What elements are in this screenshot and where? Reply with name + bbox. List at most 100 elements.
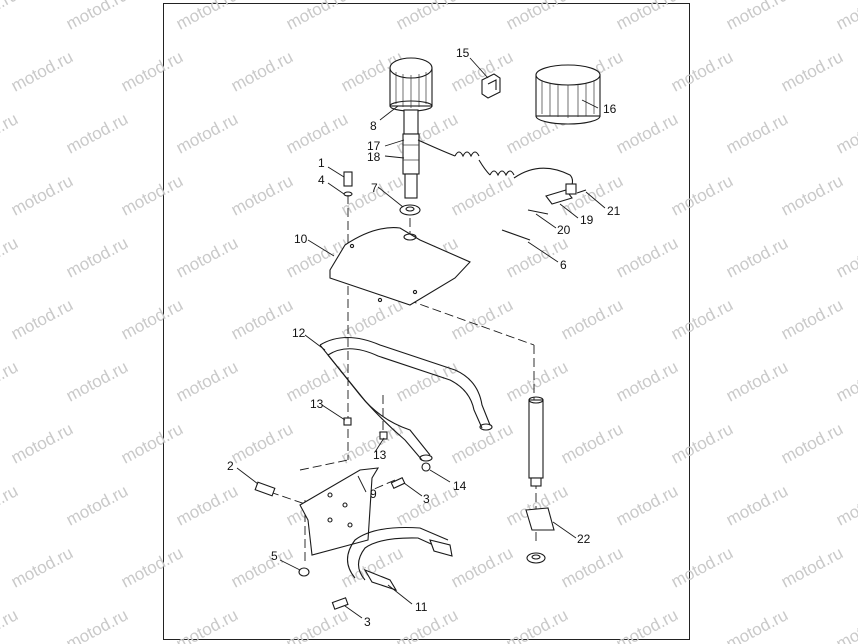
beacon-light-16 [535, 64, 601, 125]
watermark-text: motod.ru [8, 47, 76, 95]
callout-14: 14 [453, 479, 467, 493]
watermark-text: motod.ru [558, 543, 626, 591]
watermark-text: motod.ru [668, 419, 736, 467]
watermark-text: motod.ru [228, 47, 296, 95]
callout-8: 8 [370, 119, 377, 133]
leader-lines [236, 57, 606, 619]
watermark-text: motod.ru [173, 357, 241, 405]
callout-22: 22 [577, 532, 591, 546]
watermark-text: motod.ru [63, 0, 131, 34]
watermark-text: motod.ru [63, 481, 131, 529]
watermark-text: motod.ru [503, 0, 571, 34]
watermark-text: motod.ru [778, 419, 846, 467]
watermark-text: motod.ru [448, 543, 516, 591]
watermark-text: motod.ru [723, 357, 791, 405]
watermark-text: motod.ru [393, 0, 461, 34]
bolt-1 [343, 171, 353, 197]
watermark-text: motod.ru [228, 543, 296, 591]
nut-5 [298, 567, 310, 577]
watermark-text: motod.ru [118, 295, 186, 343]
watermark-text: motod.ru [558, 419, 626, 467]
watermark-text: motod.ru [0, 109, 21, 157]
bracket-plate-9 [299, 467, 380, 556]
watermark-text: motod.ru [63, 605, 131, 644]
watermark-text: motod.ru [778, 543, 846, 591]
callout-3-upper: 3 [423, 492, 430, 506]
watermark-text: motod.ru [448, 295, 516, 343]
callout-6: 6 [560, 258, 567, 272]
watermark-text: motod.ru [118, 543, 186, 591]
watermark-text: motod.ru [723, 109, 791, 157]
watermark-text: motod.ru [778, 47, 846, 95]
watermark-text: motod.ru [173, 109, 241, 157]
watermark-text: motod.ru [63, 109, 131, 157]
pole-22 [525, 396, 555, 564]
watermark-text: motod.ru [0, 0, 21, 34]
watermark-text: motod.ru [778, 295, 846, 343]
watermark-text: motod.ru [613, 109, 681, 157]
watermark-text: motod.ru [833, 481, 858, 529]
watermark-text: motod.ru [613, 233, 681, 281]
washer-7 [399, 204, 421, 216]
watermark-text: motod.ru [613, 481, 681, 529]
callout-2: 2 [227, 459, 234, 473]
watermark-text: motod.ru [173, 605, 241, 644]
watermark-text: motod.ru [338, 543, 406, 591]
callout-numbers: 1 4 7 8 17 18 15 16 21 19 20 6 10 12 13 … [227, 46, 621, 629]
watermark-text: motod.ru [0, 357, 21, 405]
clip-15 [481, 73, 501, 99]
callout-20: 20 [557, 223, 571, 237]
watermark-text: motod.ru [723, 0, 791, 34]
callout-9: 9 [370, 487, 377, 501]
watermark-text: motod.ru [613, 0, 681, 34]
watermark-text: motod.ru [8, 419, 76, 467]
watermark-text: motod.ru [0, 605, 21, 644]
watermark-text: motod.ru [613, 357, 681, 405]
connector-19 [501, 183, 587, 241]
watermark-text: motod.ru [613, 605, 681, 644]
watermark-text: motod.ru [63, 233, 131, 281]
watermark-text: motod.ru [723, 605, 791, 644]
callout-13-lower: 13 [373, 448, 387, 462]
watermark-text: motod.ru [448, 419, 516, 467]
watermark-text: motod.ru [723, 233, 791, 281]
watermark-text: motod.ru [668, 295, 736, 343]
watermark-text: motod.ru [118, 47, 186, 95]
screw-3 [331, 462, 431, 610]
watermark-text: motod.ru [0, 481, 21, 529]
callout-19: 19 [580, 213, 594, 227]
callout-21: 21 [607, 204, 621, 218]
watermark-text: motod.ru [668, 47, 736, 95]
watermark-text: motod.ru [0, 233, 21, 281]
callout-17: 17 [367, 139, 381, 153]
watermark-text: motod.ru [283, 605, 351, 644]
watermark-text: motod.ru [173, 0, 241, 34]
callout-12: 12 [292, 326, 306, 340]
watermark-text: motod.ru [228, 419, 296, 467]
watermark-text: motod.ru [283, 0, 351, 34]
callout-4: 4 [318, 173, 325, 187]
watermark-text: motod.ru [833, 0, 858, 34]
callout-16: 16 [603, 102, 617, 116]
watermark-text: motod.ru [118, 171, 186, 219]
watermark-text: motod.ru [833, 357, 858, 405]
watermark-text: motod.ru [833, 109, 858, 157]
watermark-text: motod.ru [558, 295, 626, 343]
bolt-2 [254, 481, 276, 497]
callout-11: 11 [415, 600, 428, 614]
watermark-text: motod.ru [778, 171, 846, 219]
watermark-text: motod.ru [668, 543, 736, 591]
callout-18: 18 [367, 150, 381, 164]
watermark-text: motod.ru [173, 233, 241, 281]
watermark-text: motod.ru [448, 171, 516, 219]
watermark-text: motod.ru [8, 543, 76, 591]
watermark-text: motod.ru [8, 171, 76, 219]
watermark-text: motod.ru [668, 171, 736, 219]
watermark-text: motod.ru [8, 295, 76, 343]
watermark-text: motod.ru [503, 357, 571, 405]
callout-3-lower: 3 [364, 615, 371, 629]
watermark-text: motod.ru [833, 605, 858, 644]
tube-frame-12 [319, 337, 493, 462]
watermark-text: motod.ru [63, 357, 131, 405]
